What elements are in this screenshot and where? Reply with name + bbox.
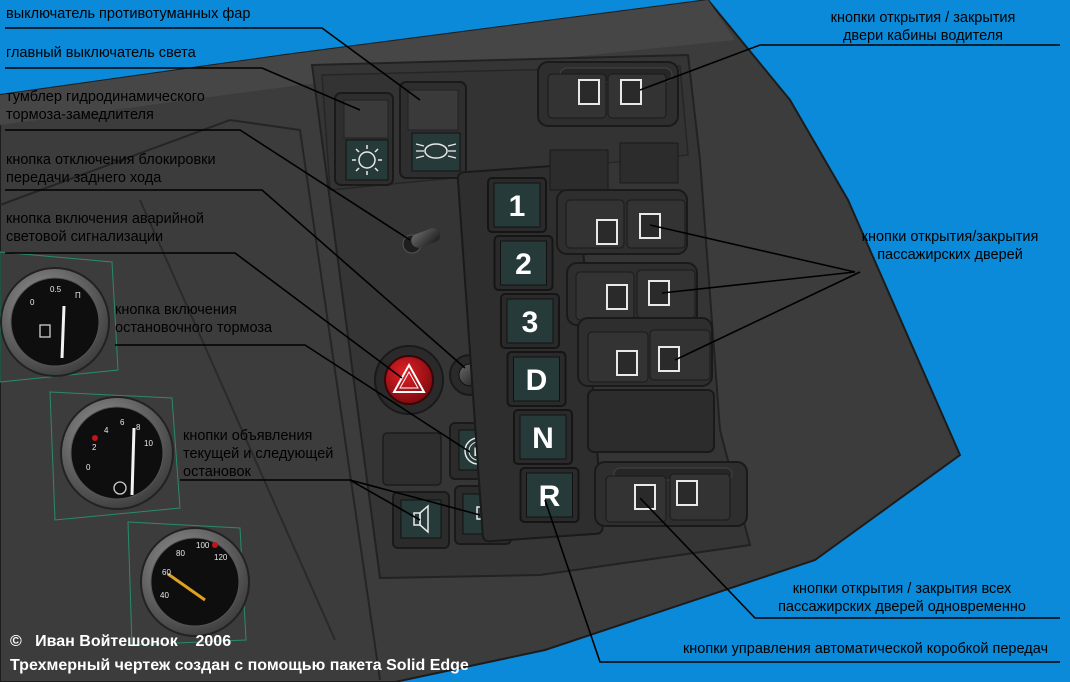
callout-line-pass-door-1 <box>649 224 856 273</box>
callout-line-stop-brake <box>115 344 471 453</box>
gear-label: R <box>539 480 561 513</box>
svg-text:100: 100 <box>196 541 210 550</box>
main-light-switch[interactable] <box>334 92 394 186</box>
callout-line-hazard <box>5 252 403 379</box>
svg-text:0: 0 <box>30 298 35 307</box>
svg-text:0.5: 0.5 <box>50 285 62 294</box>
label-transmission-buttons: кнопки управления автоматической коробко… <box>682 641 1048 657</box>
label-all-doors-buttons: кнопки открытия / закрытия всех пассажир… <box>778 581 1026 615</box>
label-fog-lights-switch: выключатель противотуманных фар <box>6 6 251 22</box>
label-reverse-lock-button: кнопка отключения блокировки передачи за… <box>6 152 216 186</box>
hazard-button[interactable] <box>374 345 444 415</box>
passenger-door-2-buttons[interactable] <box>566 262 698 326</box>
temperature-gauge: 40 60 80 100 120 <box>127 521 250 646</box>
gear-button-1[interactable]: 1 <box>487 177 547 233</box>
svg-text:0: 0 <box>86 463 91 472</box>
panel-bend-line <box>0 118 381 681</box>
svg-text:60: 60 <box>162 568 171 577</box>
speaker-icon <box>413 504 429 534</box>
svg-text:120: 120 <box>214 553 228 562</box>
label-passenger-door-buttons: кнопки открытия/закрытия пассажирских дв… <box>861 229 1039 263</box>
svg-text:П: П <box>75 291 81 300</box>
dashboard-top-face <box>0 0 735 125</box>
callout-lines <box>5 27 1060 663</box>
svg-text:4: 4 <box>104 426 109 435</box>
footer-copyright: © Иван Войтешонок 2006 <box>10 633 232 650</box>
temperature-needle <box>167 572 206 602</box>
blank-switch <box>549 149 609 191</box>
svg-text:8: 8 <box>136 423 141 432</box>
callout-line-reverse-lock <box>5 189 466 369</box>
label-stop-announce-buttons: кнопки объявления текущей и следующей ос… <box>183 428 334 480</box>
callout-line-driver-door <box>639 44 1060 91</box>
callout-line-announce-next <box>349 479 481 516</box>
gear-label: 1 <box>509 190 526 223</box>
blank-panel <box>587 389 715 453</box>
label-driver-door-buttons: кнопки открытия / закрытия двери кабины … <box>830 10 1016 44</box>
svg-text:10: 10 <box>144 439 153 448</box>
driver-door-buttons[interactable] <box>537 61 679 127</box>
panel-edge-line <box>139 199 336 641</box>
gear-label: 3 <box>522 306 539 339</box>
callout-line-retarder <box>5 129 411 241</box>
retarder-toggle[interactable] <box>402 226 442 254</box>
blank-switch <box>619 142 679 184</box>
svg-text:6: 6 <box>120 418 125 427</box>
svg-text:80: 80 <box>176 549 185 558</box>
pressure-gauge: 0 2 4 6 8 10 <box>49 391 181 521</box>
gear-label: N <box>532 422 554 455</box>
gear-button-n[interactable]: N <box>513 409 573 465</box>
gear-button-3[interactable]: 3 <box>500 293 560 349</box>
svg-text:2: 2 <box>92 443 97 452</box>
gear-label: 2 <box>515 248 532 281</box>
callout-line-all-doors <box>639 497 1060 619</box>
passenger-door-1-buttons[interactable] <box>556 189 688 255</box>
pressure-needle <box>130 427 136 496</box>
fog-lights-switch[interactable] <box>399 81 467 179</box>
gear-button-d[interactable]: D <box>506 351 567 407</box>
passenger-door-3-buttons[interactable] <box>577 317 713 387</box>
callout-line-pass-door-2 <box>661 271 856 294</box>
svg-text:40: 40 <box>160 591 169 600</box>
label-hazard-button: кнопка включения аварийной световой сигн… <box>6 211 204 245</box>
fuel-gauge: 0 0.5 П <box>0 251 119 383</box>
footer-credit: Трехмерный чертеж создан с помощью пакет… <box>10 657 469 674</box>
all-doors-buttons[interactable] <box>594 461 748 527</box>
callout-line-transmission <box>544 499 1060 663</box>
callout-line-main-light <box>5 67 361 111</box>
label-retarder-toggle: тумблер гидродинамического тормоза-замед… <box>6 89 205 123</box>
gear-button-2[interactable]: 2 <box>493 235 554 291</box>
fuel-needle <box>60 305 66 359</box>
announce-current-stop-button[interactable] <box>392 491 450 549</box>
gear-label: D <box>526 364 548 397</box>
label-main-light-switch: главный выключатель света <box>6 45 196 61</box>
gear-button-r[interactable]: R <box>519 467 580 523</box>
label-stop-brake-button: кнопка включения остановочного тормоза <box>115 302 273 336</box>
callout-line-fog-lights <box>5 27 421 101</box>
callout-line-pass-door-3 <box>674 271 861 361</box>
